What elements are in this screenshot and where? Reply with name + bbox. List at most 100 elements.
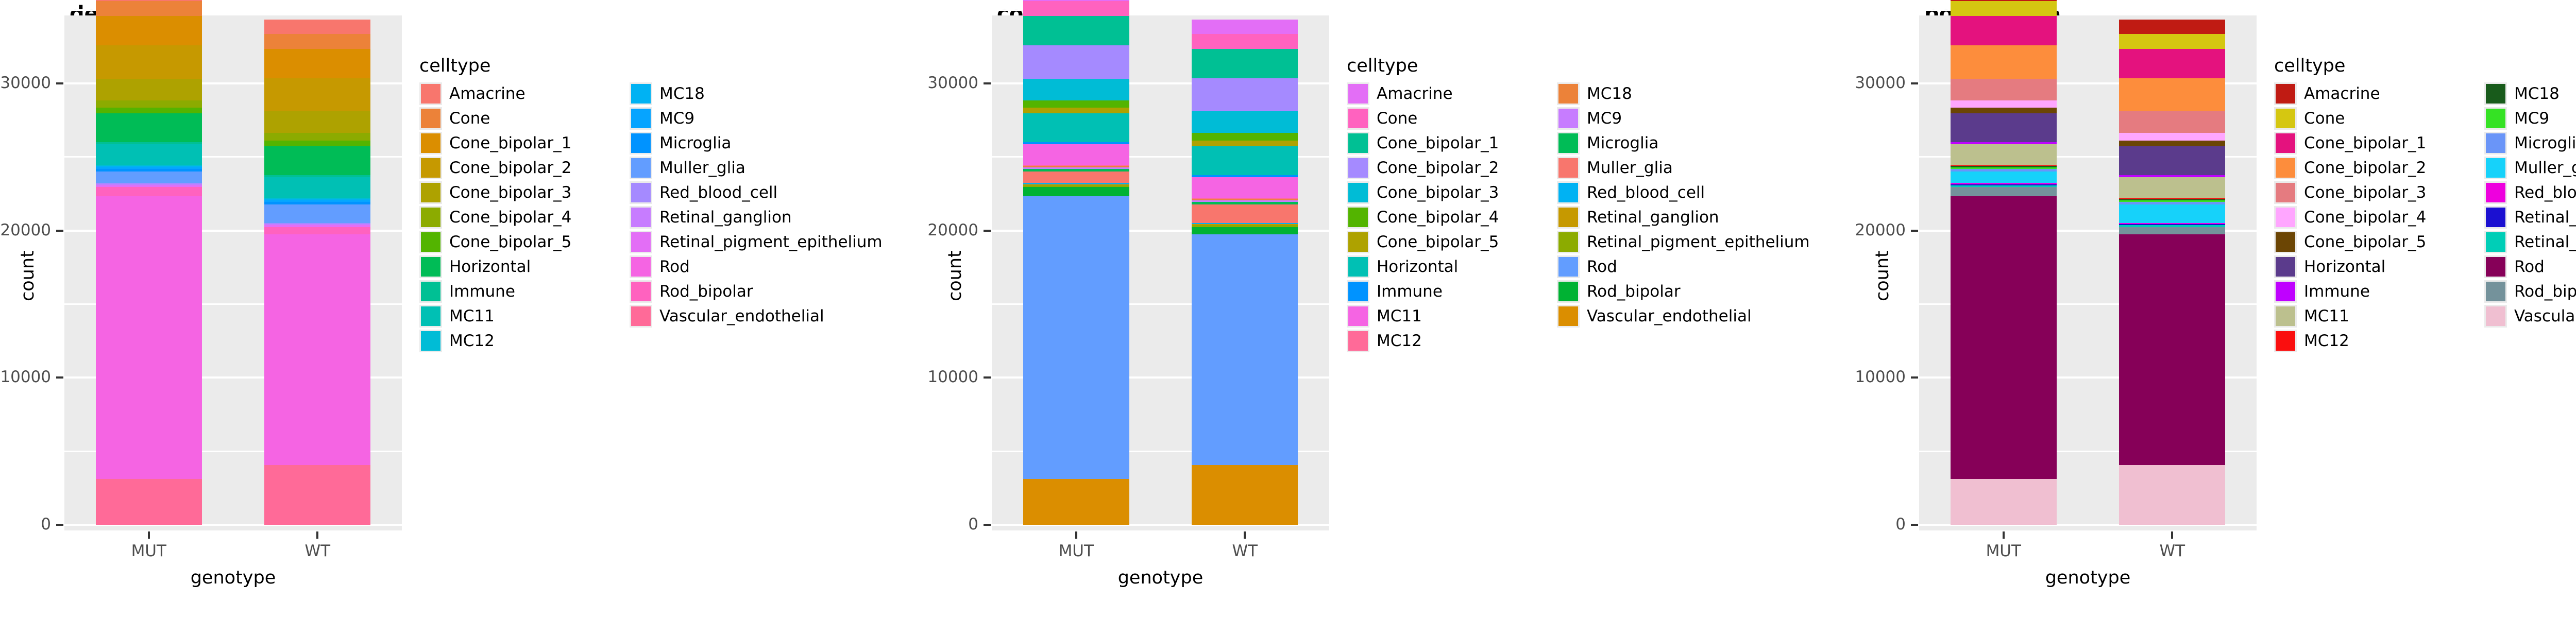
bar-segment-Rod_bipolar[interactable] (1192, 227, 1298, 234)
bar-segment-Red_blood_cell[interactable] (95, 183, 202, 184)
bar-segment-Horizontal[interactable] (95, 113, 202, 143)
bar-segment-Muller_glia[interactable] (1950, 171, 2057, 183)
bar-segment-Cone_bipolar_4[interactable] (264, 133, 371, 141)
bar-segment-MC9[interactable] (95, 167, 202, 169)
bar-segment-MC18[interactable] (95, 166, 202, 167)
bar-segment-MC12[interactable] (95, 165, 202, 166)
bar-segment-Microglia[interactable] (1023, 169, 1129, 172)
bar-segment-Cone_bipolar_5[interactable] (95, 108, 202, 113)
bar-segment-Cone[interactable] (2119, 34, 2226, 49)
bar-segment-Cone_bipolar_3[interactable] (95, 78, 202, 100)
bar-segment-Microglia[interactable] (264, 202, 371, 205)
bar-segment-Amacrine[interactable] (264, 19, 371, 35)
bar-segment-MC9[interactable] (1192, 200, 1298, 202)
bar-segment-Cone_bipolar_3[interactable] (264, 111, 371, 133)
bar-segment-MC12[interactable] (1192, 198, 1298, 199)
bar-segment-Immune[interactable] (1192, 175, 1298, 177)
bar-polychrome-WT[interactable] (2119, 19, 2226, 525)
bar-segment-Cone_bipolar_1[interactable] (1023, 15, 1129, 46)
bar-segment-Rod[interactable] (2119, 234, 2226, 466)
bar-segment-Horizontal[interactable] (1950, 113, 2057, 143)
bar-segment-Amacrine[interactable] (95, 0, 202, 2)
bar-segment-Microglia[interactable] (1950, 169, 2057, 172)
bar-segment-MC9[interactable] (1023, 167, 1129, 169)
bar-segment-Horizontal[interactable] (1192, 146, 1298, 176)
bar-segment-Cone_bipolar_5[interactable] (264, 141, 371, 146)
bar-polychrome-MUT[interactable] (1950, 0, 2057, 525)
bar-color_repel-WT[interactable] (1192, 19, 1298, 525)
bar-segment-MC9[interactable] (264, 200, 371, 202)
bar-default-MUT[interactable] (95, 0, 202, 525)
bar-segment-Retinal_ganglion[interactable] (95, 184, 202, 185)
bar-segment-Retinal_pigment_epithelium[interactable] (264, 225, 371, 227)
bar-segment-Red_blood_cell[interactable] (2119, 223, 2226, 225)
bar-segment-MC11[interactable] (1023, 144, 1129, 165)
bar-segment-Retinal_ganglion[interactable] (2119, 224, 2226, 226)
bar-segment-Rod[interactable] (95, 196, 202, 479)
bar-segment-Rod_bipolar[interactable] (95, 187, 202, 196)
bar-segment-Muller_glia[interactable] (1192, 204, 1298, 224)
bar-segment-MC9[interactable] (1950, 167, 2057, 169)
bar-segment-Rod[interactable] (1950, 196, 2057, 479)
bar-segment-Cone_bipolar_1[interactable] (1192, 48, 1298, 78)
bar-segment-MC11[interactable] (95, 144, 202, 165)
bar-segment-MC18[interactable] (1950, 166, 2057, 167)
bar-segment-Cone_bipolar_4[interactable] (1023, 100, 1129, 108)
bar-segment-Rod[interactable] (1192, 234, 1298, 466)
bar-segment-Cone_bipolar_1[interactable] (95, 15, 202, 46)
bar-segment-Amacrine[interactable] (2119, 19, 2226, 35)
bar-segment-Cone_bipolar_4[interactable] (1192, 133, 1298, 141)
bar-segment-Amacrine[interactable] (1950, 0, 2057, 2)
bar-segment-Cone_bipolar_3[interactable] (1950, 78, 2057, 100)
bar-segment-Horizontal[interactable] (1023, 113, 1129, 143)
bar-segment-Cone[interactable] (264, 34, 371, 49)
bar-segment-Vascular_endothelial[interactable] (1192, 465, 1298, 525)
bar-segment-Cone_bipolar_2[interactable] (264, 78, 371, 112)
bar-segment-MC12[interactable] (1023, 165, 1129, 166)
bar-segment-Retinal_ganglion[interactable] (1950, 184, 2057, 185)
bar-segment-Rod_bipolar[interactable] (1023, 187, 1129, 196)
bar-segment-Immune[interactable] (95, 142, 202, 144)
bar-segment-Cone_bipolar_4[interactable] (1950, 100, 2057, 108)
bar-segment-MC12[interactable] (264, 198, 371, 199)
bar-segment-Rod_bipolar[interactable] (2119, 227, 2226, 234)
bar-segment-Retinal_ganglion[interactable] (1023, 184, 1129, 185)
bar-segment-MC9[interactable] (2119, 200, 2226, 202)
bar-segment-Cone_bipolar_2[interactable] (2119, 78, 2226, 112)
bar-segment-Horizontal[interactable] (264, 146, 371, 176)
bar-segment-MC18[interactable] (2119, 199, 2226, 201)
bar-segment-Cone[interactable] (1950, 1, 2057, 16)
bar-segment-Retinal_pigment_epithelium[interactable] (1023, 185, 1129, 187)
bar-segment-Vascular_endothelial[interactable] (1023, 479, 1129, 525)
bar-segment-MC11[interactable] (264, 177, 371, 199)
bar-segment-Cone_bipolar_5[interactable] (1023, 108, 1129, 113)
bar-segment-Vascular_endothelial[interactable] (1950, 479, 2057, 525)
bar-segment-Retinal_pigment_epithelium[interactable] (1950, 185, 2057, 187)
bar-segment-Red_blood_cell[interactable] (1023, 183, 1129, 184)
bar-segment-Rod[interactable] (264, 234, 371, 466)
bar-segment-MC11[interactable] (2119, 177, 2226, 199)
bar-segment-MC11[interactable] (1950, 144, 2057, 165)
bar-segment-Cone_bipolar_2[interactable] (1192, 78, 1298, 112)
bar-segment-MC18[interactable] (1023, 166, 1129, 167)
bar-segment-Cone_bipolar_3[interactable] (2119, 111, 2226, 133)
bar-segment-Horizontal[interactable] (2119, 146, 2226, 176)
bar-segment-MC12[interactable] (2119, 198, 2226, 199)
bar-segment-Cone_bipolar_2[interactable] (1023, 45, 1129, 79)
bar-segment-Immune[interactable] (2119, 175, 2226, 177)
bar-segment-Microglia[interactable] (95, 169, 202, 172)
bar-segment-Amacrine[interactable] (1023, 0, 1129, 2)
bar-segment-Rod_bipolar[interactable] (264, 227, 371, 234)
bar-segment-Cone_bipolar_5[interactable] (1950, 108, 2057, 113)
bar-segment-Cone_bipolar_1[interactable] (1950, 15, 2057, 46)
bar-segment-Cone_bipolar_4[interactable] (2119, 133, 2226, 141)
bar-segment-Cone[interactable] (95, 1, 202, 16)
bar-segment-Amacrine[interactable] (1192, 19, 1298, 35)
bar-segment-Muller_glia[interactable] (264, 204, 371, 224)
bar-default-WT[interactable] (264, 19, 371, 525)
bar-segment-Cone[interactable] (1023, 1, 1129, 16)
bar-segment-Cone_bipolar_2[interactable] (1950, 45, 2057, 79)
bar-segment-MC18[interactable] (264, 199, 371, 201)
bar-segment-MC18[interactable] (1192, 199, 1298, 201)
bar-segment-Vascular_endothelial[interactable] (264, 465, 371, 525)
